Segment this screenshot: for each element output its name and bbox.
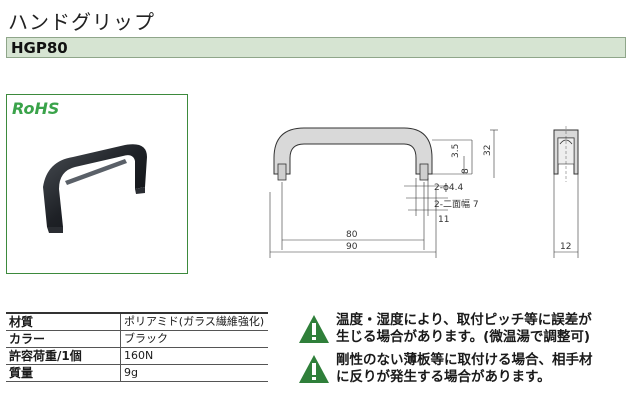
dimension-drawing: 3.5 32 8 2-ϕ4.4 2-二面幅 7 11 80 90 12: [262, 112, 602, 262]
dim-80: 80: [346, 230, 358, 240]
product-photo: [43, 144, 147, 233]
spec-label: 許容荷重/1個: [6, 347, 121, 365]
warning-1-line-2: 生じる場合があります。(微温湯で調整可): [336, 329, 590, 345]
warning-2-line-1: 剛性のない薄板等に取付ける場合、相手材: [336, 352, 593, 368]
spec-value: 9g: [120, 364, 268, 382]
spec-table: 材質 ポリアミド(ガラス繊維強化) カラー ブラック 許容荷重/1個 160N …: [6, 312, 268, 382]
warning-icon: [299, 355, 329, 383]
spec-label: カラー: [6, 330, 121, 348]
spec-value: ポリアミド(ガラス繊維強化): [120, 312, 268, 331]
spec-row-load: 許容荷重/1個 160N: [6, 347, 268, 365]
handle-front-outline: [273, 127, 433, 175]
page-title: ハンドグリップ: [8, 10, 155, 34]
dim-12: 12: [560, 242, 571, 252]
model-bar: HGP80: [6, 37, 626, 58]
product-photo-box: RoHS: [6, 94, 188, 274]
spec-row-color: カラー ブラック: [6, 330, 268, 348]
foot-right: [419, 163, 429, 181]
dim-11: 11: [438, 215, 449, 225]
foot-left: [277, 163, 287, 181]
dim-32: 32: [483, 145, 493, 156]
spec-row-material: 材質 ポリアミド(ガラス繊維強化): [6, 312, 268, 331]
spec-label: 材質: [6, 312, 121, 331]
warning-icon: [299, 315, 329, 343]
warning-2-line-2: に反りが発生する場合があります。: [336, 369, 551, 385]
spec-value: ブラック: [120, 330, 268, 348]
warning-1-line-1: 温度・湿度により、取付ピッチ等に誤差が: [336, 312, 592, 328]
dim-width: 2-二面幅 7: [434, 198, 479, 210]
spec-value: 160N: [120, 347, 268, 365]
spec-row-mass: 質量 9g: [6, 364, 268, 382]
dim-phi: 2-ϕ4.4: [434, 183, 463, 193]
model-label: HGP80: [11, 39, 68, 57]
spec-label: 質量: [6, 364, 121, 382]
dim-90: 90: [346, 242, 358, 252]
dim-8: 8: [461, 168, 471, 174]
dim-3-5: 3.5: [451, 144, 461, 158]
rohs-badge: RoHS: [12, 99, 60, 118]
